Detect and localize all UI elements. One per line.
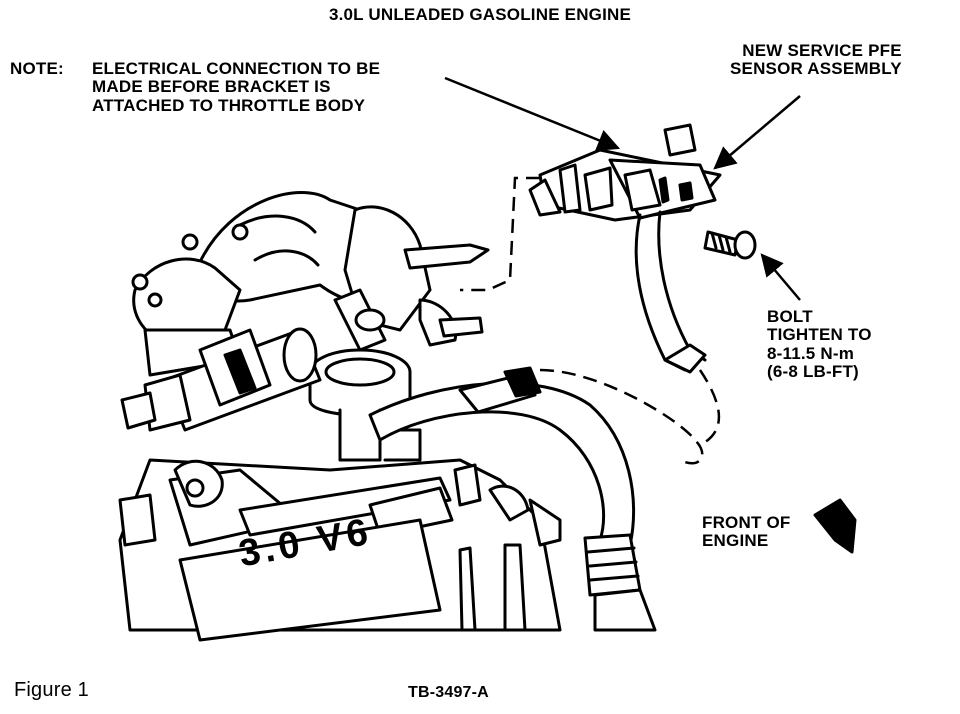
note-line: ELECTRICAL CONNECTION TO BE <box>92 59 381 78</box>
drawing-code: TB-3497-A <box>408 684 489 701</box>
vacuum-connector <box>458 366 542 414</box>
diagram-title: 3.0L UNLEADED GASOLINE ENGINE <box>328 5 632 24</box>
front-of-engine-arrow <box>813 498 857 554</box>
bolt-label-line: (6-8 LB-FT) <box>767 362 859 382</box>
bolt <box>703 230 757 260</box>
sensor-hose <box>634 210 707 374</box>
egr-valve <box>308 348 422 462</box>
bolt-label-line: 8-11.5 N-m <box>767 343 855 363</box>
front-label-line: ENGINE <box>702 531 769 551</box>
note-text: ELECTRICAL CONNECTION TO BE MADE BEFORE … <box>92 59 381 115</box>
bolt-label-line: BOLT <box>767 307 813 326</box>
throttle-body <box>333 205 490 352</box>
sensor-label: NEW SERVICE PFE SENSOR ASSEMBLY <box>730 41 902 79</box>
air-intake-tube <box>120 327 322 432</box>
vacuum-routing-lines <box>460 176 721 465</box>
bolt-label-line: TIGHTEN TO <box>767 325 872 345</box>
leader-arrows <box>444 76 801 301</box>
front-label-line: FRONT OF <box>702 513 791 532</box>
bolt-label: BOLT TIGHTEN TO 8-11.5 N-m (6-8 LB-FT) <box>767 307 872 382</box>
note-line: MADE BEFORE BRACKET IS <box>92 77 331 97</box>
note-line: ATTACHED TO THROTTLE BODY <box>92 95 366 115</box>
sensor-label-line: NEW SERVICE PFE <box>742 41 902 60</box>
note-prefix: NOTE: <box>10 59 64 78</box>
pfe-sensor-assembly <box>528 123 722 222</box>
engine-block <box>118 458 562 642</box>
figure-caption: Figure 1 <box>14 679 89 701</box>
front-of-engine-label: FRONT OF ENGINE <box>702 513 791 551</box>
sensor-label-line: SENSOR ASSEMBLY <box>730 59 902 79</box>
